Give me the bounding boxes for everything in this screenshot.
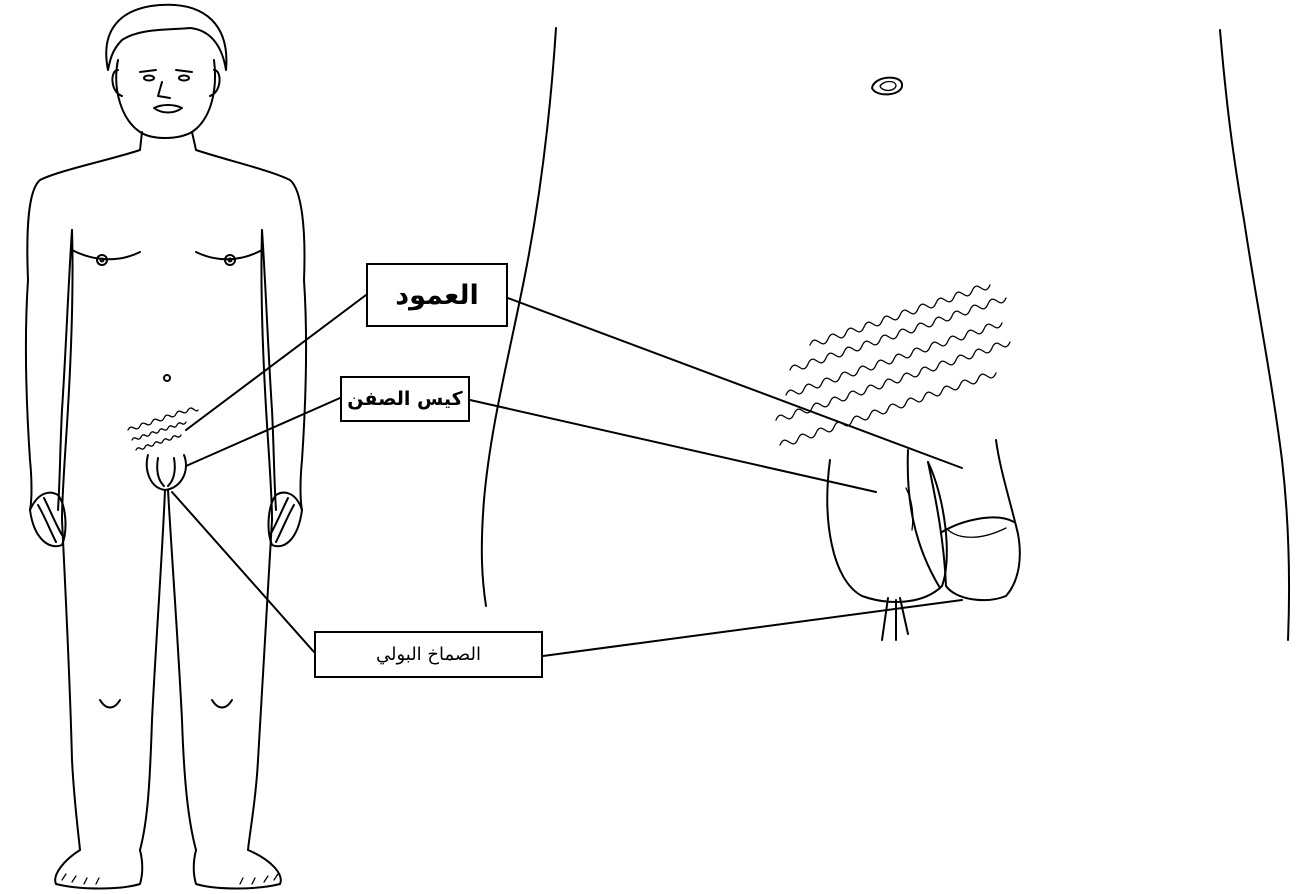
leader-scrotum-left — [186, 398, 340, 466]
label-scrotum: كيس الصفن — [340, 376, 470, 422]
leader-shaft-left — [186, 295, 366, 430]
full-body-figure — [26, 5, 306, 889]
leader-meatus-left — [172, 492, 314, 652]
leader-lines — [172, 295, 962, 656]
leader-meatus-right — [543, 600, 962, 656]
label-shaft: العمود — [366, 263, 508, 327]
label-urethral-meatus: الصماخ البولي — [314, 631, 543, 678]
leader-shaft-right — [508, 298, 962, 468]
